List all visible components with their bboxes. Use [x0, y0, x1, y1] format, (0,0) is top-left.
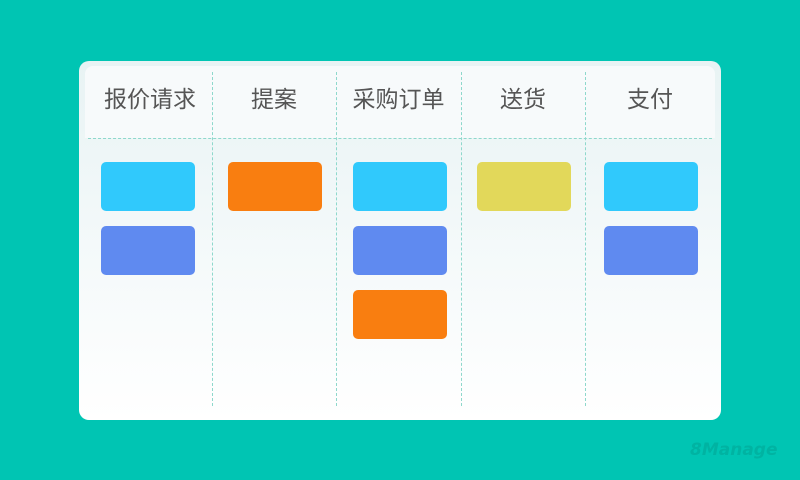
column-title-purchase-order: 采购订单	[352, 87, 445, 113]
task-card[interactable]	[353, 162, 447, 211]
watermark-logo: 8Manage	[690, 440, 778, 460]
header-divider	[88, 138, 712, 139]
task-card[interactable]	[101, 226, 195, 275]
column-divider	[336, 72, 337, 406]
task-card[interactable]	[604, 226, 698, 275]
task-card[interactable]	[477, 162, 571, 211]
column-title-proposal: 提案	[251, 87, 297, 113]
board-header	[85, 66, 715, 138]
column-divider	[212, 72, 213, 406]
column-divider	[585, 72, 586, 406]
task-card[interactable]	[101, 162, 195, 211]
column-title-quote-request: 报价请求	[104, 87, 196, 113]
column-title-delivery: 送货	[500, 87, 546, 113]
column-title-payment: 支付	[627, 87, 673, 113]
task-card[interactable]	[604, 162, 698, 211]
column-divider	[461, 72, 462, 406]
task-card[interactable]	[353, 226, 447, 275]
task-card[interactable]	[228, 162, 322, 211]
task-card[interactable]	[353, 290, 447, 339]
